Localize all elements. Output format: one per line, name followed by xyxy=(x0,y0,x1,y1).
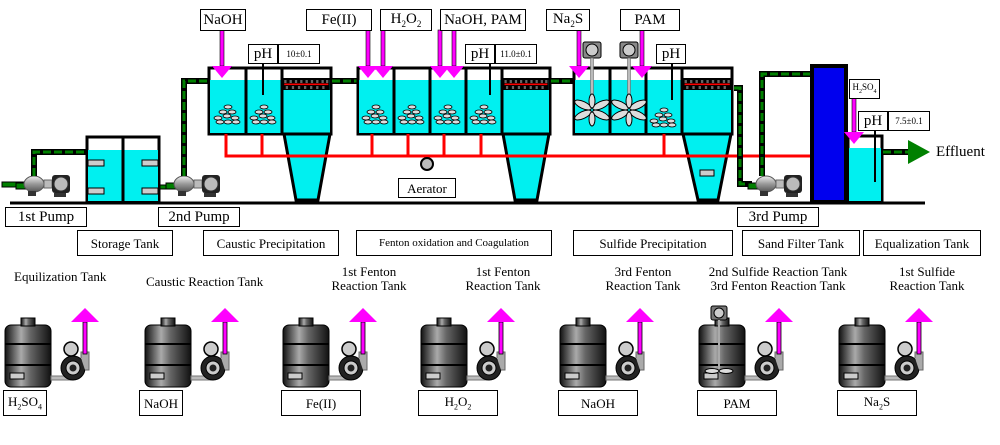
dosing-unit-naoh-fenton xyxy=(559,307,655,388)
naoh-feed-label: NaOH xyxy=(200,9,246,31)
dosing-unit-fe xyxy=(282,307,378,388)
dosing-chem-pam: PAM xyxy=(697,390,777,416)
dosing-unit-naoh-caustic xyxy=(144,307,240,388)
dosing-chem-fe: Fe(II) xyxy=(281,390,361,416)
dosing-unit-pam xyxy=(698,305,794,388)
na2s-feed-label: Na2S xyxy=(546,9,590,31)
dosing-unit-h2o2 xyxy=(420,307,516,388)
h2so4-feed-label: H2SO4 xyxy=(849,79,880,99)
dosing-target-1: Equilization Tank xyxy=(14,269,107,284)
storage-tank xyxy=(85,135,161,204)
dosing-chem-h2o2: H2O2 xyxy=(418,390,498,416)
first-pump xyxy=(1,174,71,198)
pipe-to-storage xyxy=(32,150,86,176)
pipe-to-caustic xyxy=(182,79,208,176)
dosing-chem-naoh-2: NaOH xyxy=(558,390,638,416)
dosing-target-2: Caustic Reaction Tank xyxy=(146,274,264,289)
ph-sensor-2: pH xyxy=(465,44,495,64)
ph-sensor-3: pH xyxy=(656,44,686,64)
ph-sensor-4: pH xyxy=(858,111,888,131)
fenton-unit xyxy=(356,66,552,202)
ph-setpoint-2: 11.0±0.1 xyxy=(495,44,537,64)
fe-feed-label: Fe(II) xyxy=(306,9,372,31)
pump-label-2: 2nd Pump xyxy=(158,207,240,227)
dosing-chem-naoh-1: NaOH xyxy=(139,390,183,416)
h2o2-feed-label: H2O2 xyxy=(380,9,432,31)
sand-filter-tank xyxy=(810,64,848,204)
stage-label-sand-filter: Sand Filter Tank xyxy=(742,230,860,256)
stage-label-fenton: Fenton oxidation and Coagulation xyxy=(356,230,552,256)
aerator-icon xyxy=(420,157,434,171)
equalization-tank xyxy=(846,134,884,204)
ph-setpoint-4: 7.5±0.1 xyxy=(888,111,930,131)
caustic-precipitation-unit xyxy=(207,66,333,202)
chemical-feed-lines xyxy=(212,29,864,144)
effluent-label: Effluent xyxy=(936,144,985,160)
stage-label-caustic: Caustic Precipitation xyxy=(203,230,339,256)
stage-label-sulfide: Sulfide Precipitation xyxy=(573,230,733,256)
ph-sensor-1: pH xyxy=(248,44,278,64)
sulfide-unit xyxy=(572,66,734,202)
stage-label-equalization: Equalization Tank xyxy=(863,230,981,256)
air-lines xyxy=(224,134,812,158)
aerator-label: Aerator xyxy=(398,178,456,198)
pump-label-3: 3rd Pump xyxy=(737,207,819,227)
ph-setpoint-1: 10±0.1 xyxy=(278,44,320,64)
dosing-unit-h2so4 xyxy=(4,307,100,388)
naoh-pam-feed-label: NaOH, PAM xyxy=(440,9,526,31)
dosing-unit-na2s xyxy=(838,307,934,388)
dosing-chem-na2s: Na2S xyxy=(837,390,917,416)
stage-label-storage: Storage Tank xyxy=(77,230,173,256)
dosing-chem-h2so4: H2SO4 xyxy=(3,390,47,416)
third-pump xyxy=(747,174,803,198)
pump-label-1: 1st Pump xyxy=(5,207,87,227)
second-pump xyxy=(165,174,221,198)
pam-feed-label: PAM xyxy=(620,9,680,31)
effluent-arrow-icon xyxy=(908,140,930,164)
